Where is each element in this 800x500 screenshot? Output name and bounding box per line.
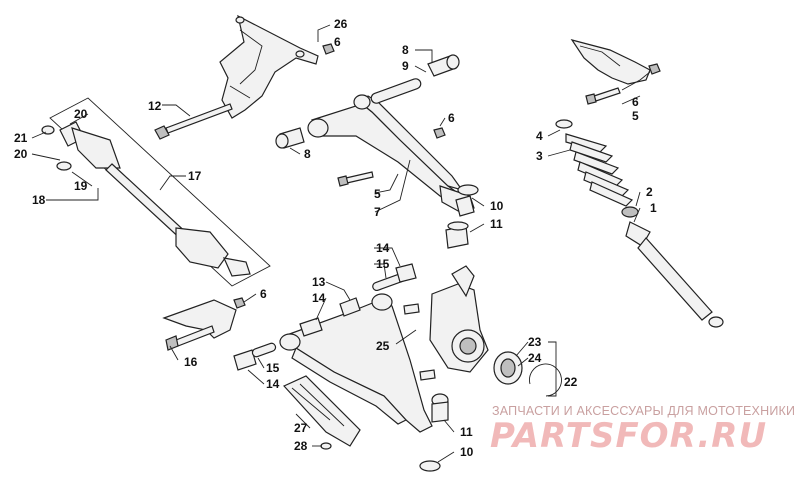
callout-labels: 26 6 8 9 12 6 8 5 7 20 21 20 19 18 17 6 …: [14, 17, 657, 459]
callout-2: 2: [646, 185, 653, 199]
callout-15: 15: [266, 361, 280, 375]
callout-26: 26: [334, 17, 348, 31]
callout-21: 21: [14, 131, 28, 145]
upper-ball-joint: [445, 184, 479, 249]
callout-14: 14: [376, 241, 390, 255]
callout-6: 6: [334, 35, 341, 49]
callout-6: 6: [260, 287, 267, 301]
rear-frame-bracket: [570, 39, 651, 85]
callout-5: 5: [374, 187, 381, 201]
watermark-logo: PARTSFOR.RU: [490, 416, 768, 456]
skid-plate: [283, 375, 361, 450]
callout-27: 27: [294, 421, 308, 435]
callout-11: 11: [460, 425, 473, 439]
callout-20: 20: [74, 107, 88, 121]
callout-14: 14: [312, 291, 326, 305]
callout-10: 10: [460, 445, 474, 459]
shock-absorber: [555, 119, 724, 328]
callout-25: 25: [376, 339, 390, 353]
watermark-tagline: ЗАПЧАСТИ И АКСЕССУАРЫ ДЛЯ МОТОТЕХНИКИ: [492, 404, 796, 418]
upper-bushings: [275, 54, 460, 149]
callout-9: 9: [402, 59, 409, 73]
steering-knuckle: [403, 265, 489, 381]
callout-6: 6: [448, 111, 455, 125]
callout-5: 5: [632, 109, 639, 123]
callout-8: 8: [402, 43, 409, 57]
callout-15: 15: [376, 257, 390, 271]
callout-18: 18: [32, 193, 46, 207]
callout-17: 17: [188, 169, 202, 183]
callout-12: 12: [148, 99, 162, 113]
lower-a-arm: [233, 263, 433, 433]
callout-1: 1: [650, 201, 657, 215]
bolt-12: [154, 103, 233, 140]
callout-14: 14: [266, 377, 280, 391]
callout-4: 4: [536, 129, 543, 143]
callout-6: 6: [632, 95, 639, 109]
callout-28: 28: [294, 439, 308, 453]
callout-7: 7: [374, 205, 381, 219]
callout-23: 23: [528, 335, 542, 349]
small-nuts: [233, 43, 661, 309]
callout-24: 24: [528, 351, 542, 365]
callout-10: 10: [490, 199, 504, 213]
callout-13: 13: [312, 275, 326, 289]
callout-3: 3: [536, 149, 543, 163]
upper-frame-bracket: [219, 14, 319, 119]
lower-ball-joint: [419, 393, 449, 472]
bolt-5-upper: [337, 171, 374, 187]
leader-lines: [31, 24, 651, 463]
callout-8: 8: [304, 147, 311, 161]
callout-22: 22: [564, 375, 578, 389]
bolt-5-rear: [585, 87, 621, 105]
drive-axle: [41, 97, 271, 287]
lower-frame-bracket: [162, 299, 237, 351]
callout-20: 20: [14, 147, 28, 161]
callout-16: 16: [184, 355, 198, 369]
callout-19: 19: [74, 179, 88, 193]
callout-11: 11: [490, 217, 503, 231]
